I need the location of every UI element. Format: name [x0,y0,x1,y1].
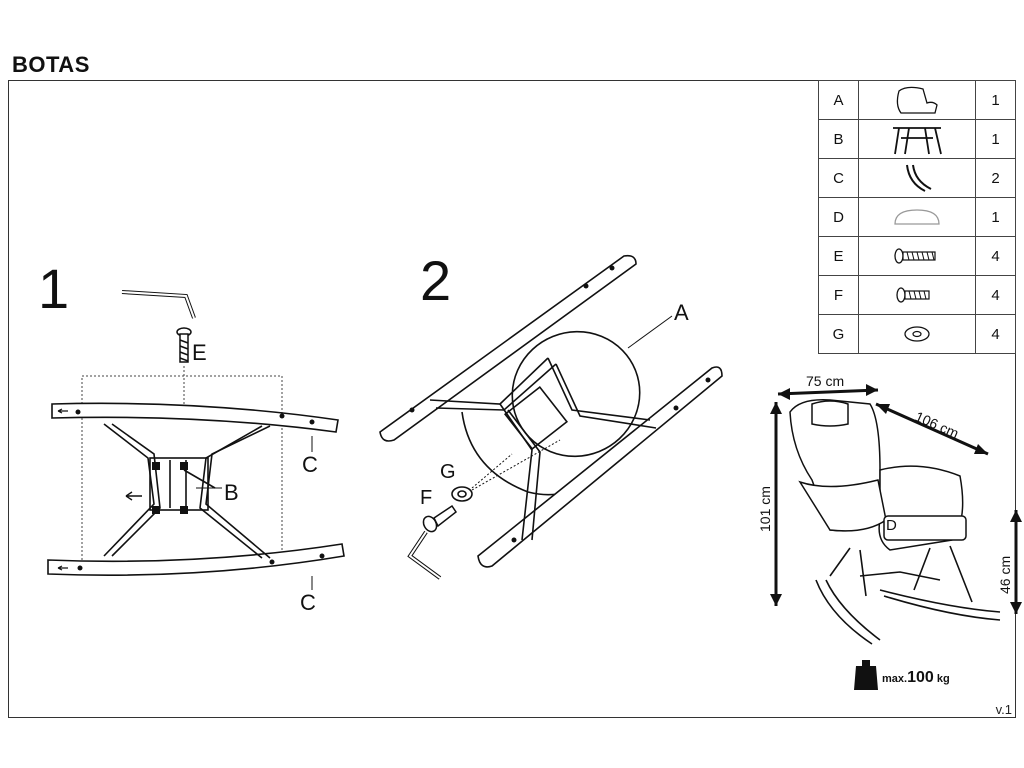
rocker-legs-side-view [815,545,1001,645]
part-qty: 4 [975,236,1016,276]
label-f: F [420,487,432,509]
seat-shell-icon [896,86,938,114]
weight-icon [854,660,878,690]
parts-row: G 4 [817,314,1016,354]
parts-row: D 1 [817,197,1016,237]
part-letter: B [817,119,860,159]
depth-dimension-line [875,402,989,456]
step-1-number: 1 [38,257,69,320]
parts-row: F 4 [817,275,1016,315]
rocker-runners-icon [906,164,932,192]
width-arrowheads [778,384,878,400]
width-label: 75 cm [806,373,844,389]
version-label: v.1 [995,702,1012,717]
step-2-number: 2 [420,249,451,312]
rocker-runner-bottom [47,543,345,576]
label-e: E [192,340,207,365]
washer-icon [904,326,930,342]
plate-bracket-bl [152,506,160,514]
bolt-e-icon [176,327,192,363]
parts-row: A 1 [817,80,1016,120]
guide-lines-step2 [471,439,561,491]
base-frame-step2 [429,357,657,541]
plate-bracket-tr [180,462,188,470]
rocker-runner-top [51,402,339,433]
part-qty: 4 [975,314,1016,354]
instruction-frame [8,80,1016,718]
plate-bracket-br [180,506,188,514]
part-qty: 2 [975,158,1016,198]
part-letter: C [817,158,860,198]
short-bolt-icon [896,287,930,303]
max-load-label: max.100 kg [882,669,950,686]
seat-cushion-icon [894,209,940,225]
long-bolt-icon [894,248,936,264]
arrow-left-icon [125,491,142,501]
label-b: B [224,480,239,505]
base-frame-icon [893,127,942,155]
depth-arrowheads [876,404,988,454]
part-qty: 4 [975,275,1016,315]
chair-side-view [789,399,967,551]
parts-row: B 1 [817,119,1016,159]
part-letter: A [817,80,860,120]
seat-height-label: 46 cm [997,556,1013,594]
part-qty: 1 [975,197,1016,237]
product-title: BOTAS [12,52,90,77]
hex-key-step2-icon [407,530,442,580]
seat-height-arrowheads [1010,510,1022,614]
depth-label: 106 cm [913,408,961,441]
label-c2: C [300,590,316,615]
parts-row: C 2 [817,158,1016,198]
label-c1: C [302,452,318,477]
parts-table: A 1 B 1 C 2 D 1 [817,80,1016,354]
part-letter: D [817,197,860,237]
height-label: 101 cm [757,486,773,532]
leader-a [627,315,673,349]
bolt-f-icon [422,504,458,533]
part-letter: F [817,275,860,315]
part-qty: 1 [975,119,1016,159]
label-a: A [674,300,689,325]
rocker-runner-right-step2 [477,366,723,568]
rocker-runner-left-step2 [379,254,637,442]
plate-bracket-tl [152,462,160,470]
hex-key-step2-inner [408,531,441,579]
part-letter: G [817,314,860,354]
hex-key-icon-inner [121,291,195,319]
parts-row: E 4 [817,236,1016,276]
width-dimension-line [777,388,879,396]
label-d: D [886,517,897,534]
seat-shell-a [461,330,641,496]
base-frame-b [103,423,271,559]
part-letter: E [817,236,860,276]
washer-g-icon [451,486,473,502]
part-qty: 1 [975,80,1016,120]
label-g: G [440,461,456,483]
